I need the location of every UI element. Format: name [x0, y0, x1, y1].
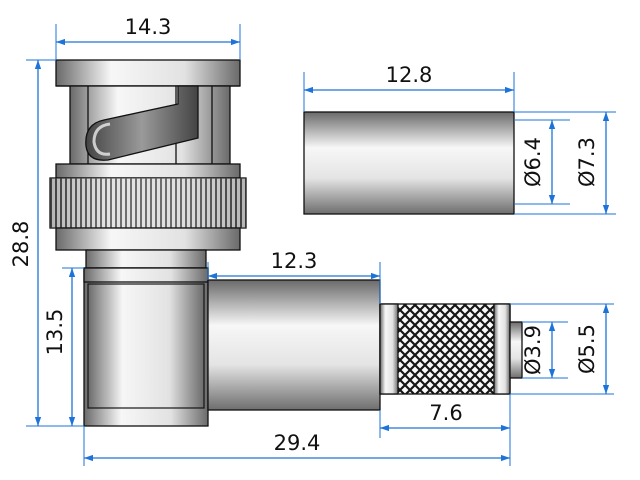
right-angle-body [83, 267, 523, 427]
label-body-height: 13.5 [43, 309, 67, 356]
label-pin-inner-dia: Ø3.9 [521, 325, 545, 375]
label-total-height: 28.8 [9, 221, 33, 268]
label-barrel-length: 12.3 [271, 249, 318, 273]
bnc-connector [49, 59, 247, 269]
crimp-knurl [379, 303, 511, 395]
bayonet-collar [55, 163, 241, 179]
crimp-ferrule [303, 111, 515, 215]
pin-tip [509, 321, 523, 379]
dimension-lines [26, 24, 616, 466]
ferrule-body [303, 111, 515, 215]
label-knurl-length: 7.6 [429, 401, 462, 425]
bnc-neck [85, 249, 207, 269]
label-pin-outer-dia: Ø5.5 [575, 324, 599, 374]
dimension-labels: 14.3 12.8 Ø6.4 Ø7.3 28.8 13.5 12.3 Ø3.9 … [9, 15, 599, 455]
label-ferrule-length: 12.8 [386, 63, 433, 87]
label-total-length: 29.4 [274, 431, 321, 455]
nut-base [55, 227, 241, 251]
label-ferrule-outer-dia: Ø7.3 [575, 137, 599, 187]
label-bnc-width: 14.3 [125, 15, 172, 39]
bayonet-slot [85, 85, 199, 161]
label-ferrule-inner-dia: Ø6.4 [521, 137, 545, 187]
bayonet-cap [55, 59, 241, 87]
barrel [207, 279, 381, 411]
